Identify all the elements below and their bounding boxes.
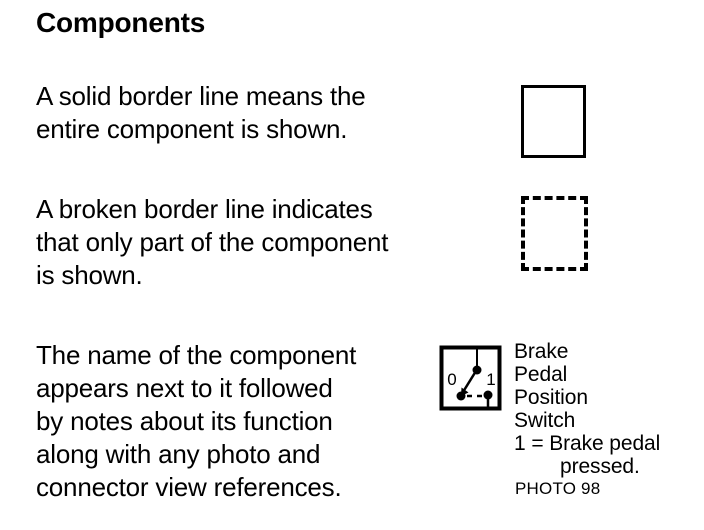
switch-symbol-diagram: 0 1	[439, 345, 502, 411]
paragraph-line: by notes about its function	[36, 406, 333, 436]
switch-position-label-1: 1	[486, 370, 495, 389]
photo-reference: PHOTO 98	[515, 479, 601, 498]
component-name-line: Pedal	[514, 363, 568, 386]
paragraph-line: The name of the component	[36, 340, 357, 370]
paragraph-line: that only part of the component	[36, 227, 389, 257]
paragraph-line: appears next to it followed	[36, 373, 333, 403]
component-name-line: Switch	[514, 409, 576, 432]
solid-border-example-box	[521, 85, 586, 158]
component-note-line: pressed.	[560, 455, 640, 478]
paragraph-component-name: The name of the component appears next t…	[36, 339, 436, 504]
paragraph-solid-border: A solid border line means the entire com…	[36, 80, 466, 146]
paragraph-line: along with any photo and	[36, 439, 321, 469]
paragraph-broken-border: A broken border line indicates that only…	[36, 193, 476, 292]
paragraph-line: is shown.	[36, 260, 143, 290]
switch-position-label-0: 0	[447, 370, 456, 389]
broken-border-example-box	[521, 196, 588, 271]
paragraph-line: connector view references.	[36, 472, 342, 502]
page-title: Components	[36, 7, 206, 38]
component-label-block: Brake Pedal Position Switch 1 = Brake pe…	[514, 340, 704, 478]
component-note-line: 1 = Brake pedal	[514, 432, 661, 455]
paragraph-line: entire component is shown.	[36, 114, 348, 144]
paragraph-line: A solid border line means the	[36, 81, 366, 111]
component-name-line: Brake	[514, 340, 569, 363]
paragraph-line: A broken border line indicates	[36, 194, 373, 224]
component-name-line: Position	[514, 386, 588, 409]
